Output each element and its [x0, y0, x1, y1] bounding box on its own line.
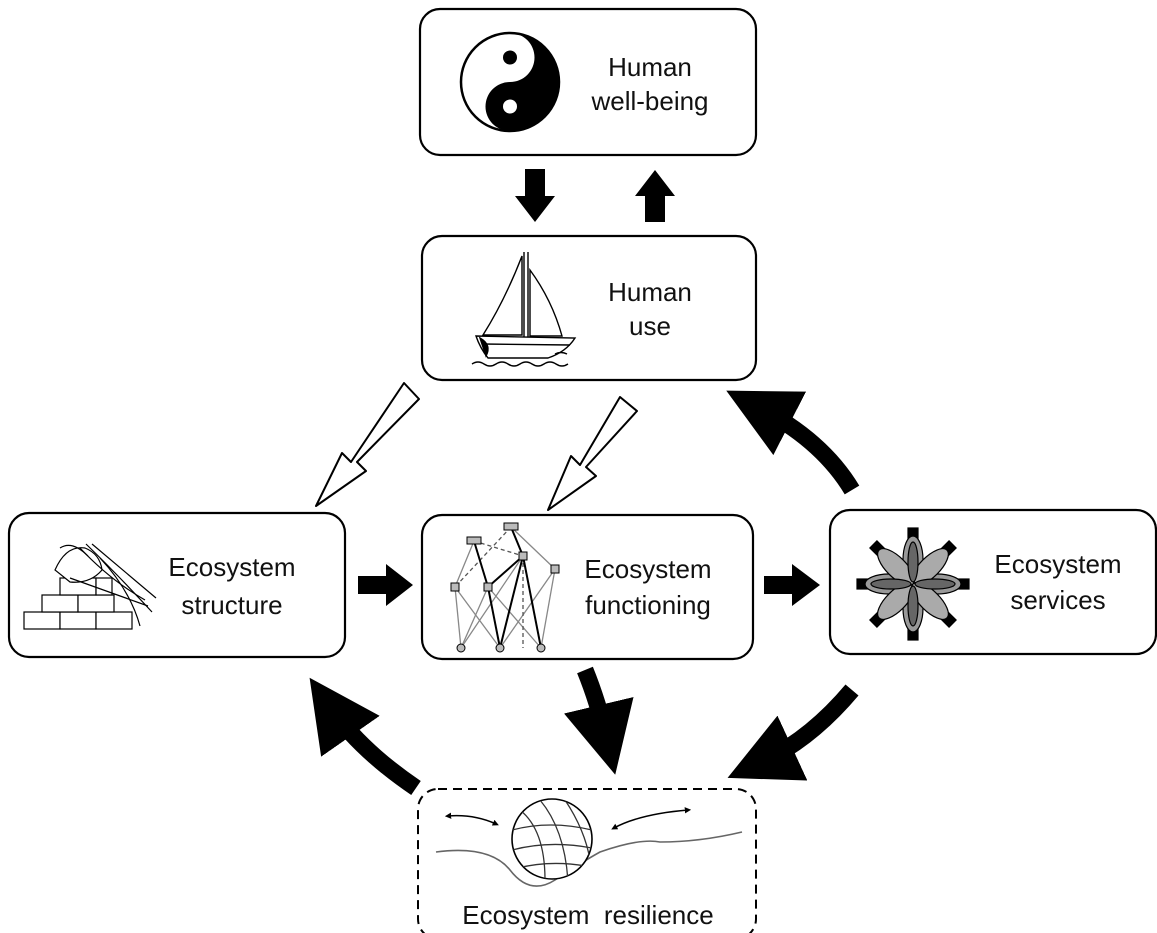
well-being-label-line1: Human [608, 52, 692, 82]
arrow-services-to-use [726, 390, 860, 495]
food-web-icon [450, 522, 560, 653]
functioning-label-line2: functioning [585, 590, 711, 620]
node-ecosystem-services: Ecosystem services [828, 508, 1157, 656]
structure-label-line1: Ecosystem [168, 552, 295, 582]
arrow-functioning-to-services [764, 564, 820, 606]
arrow-structure-to-functioning [358, 564, 413, 606]
node-ecosystem-functioning: Ecosystem functioning [420, 513, 755, 661]
human-use-label-line2: use [629, 311, 671, 341]
arrow-services-to-resilience [727, 684, 859, 781]
yin-yang-icon [459, 31, 561, 133]
services-label-line2: services [1010, 585, 1105, 615]
flower-icon [856, 527, 970, 641]
arrow-resilience-to-structure [309, 677, 421, 796]
ball-in-valley-icon [435, 798, 743, 887]
resilience-label: Ecosystem resilience [462, 900, 713, 930]
node-ecosystem-resilience: Ecosystem resilience [417, 788, 757, 933]
well-being-label-line2: well-being [590, 86, 708, 116]
node-human-well-being: Human well-being [418, 7, 758, 157]
human-use-label-line1: Human [608, 277, 692, 307]
sailboat-icon [471, 252, 577, 367]
structure-label-line2: structure [181, 590, 282, 620]
arrow-wellbeing-to-use [515, 169, 555, 222]
arrow-use-to-functioning [547, 396, 638, 511]
functioning-label-line1: Ecosystem [584, 554, 711, 584]
arrow-use-to-structure [315, 382, 420, 507]
arrow-use-to-wellbeing [635, 170, 675, 222]
node-human-use: Human use [420, 234, 758, 382]
arrow-functioning-to-resilience [564, 666, 634, 775]
node-ecosystem-structure: Ecosystem structure [7, 511, 347, 659]
brick-wall-icon [23, 543, 157, 630]
services-label-line1: Ecosystem [994, 549, 1121, 579]
